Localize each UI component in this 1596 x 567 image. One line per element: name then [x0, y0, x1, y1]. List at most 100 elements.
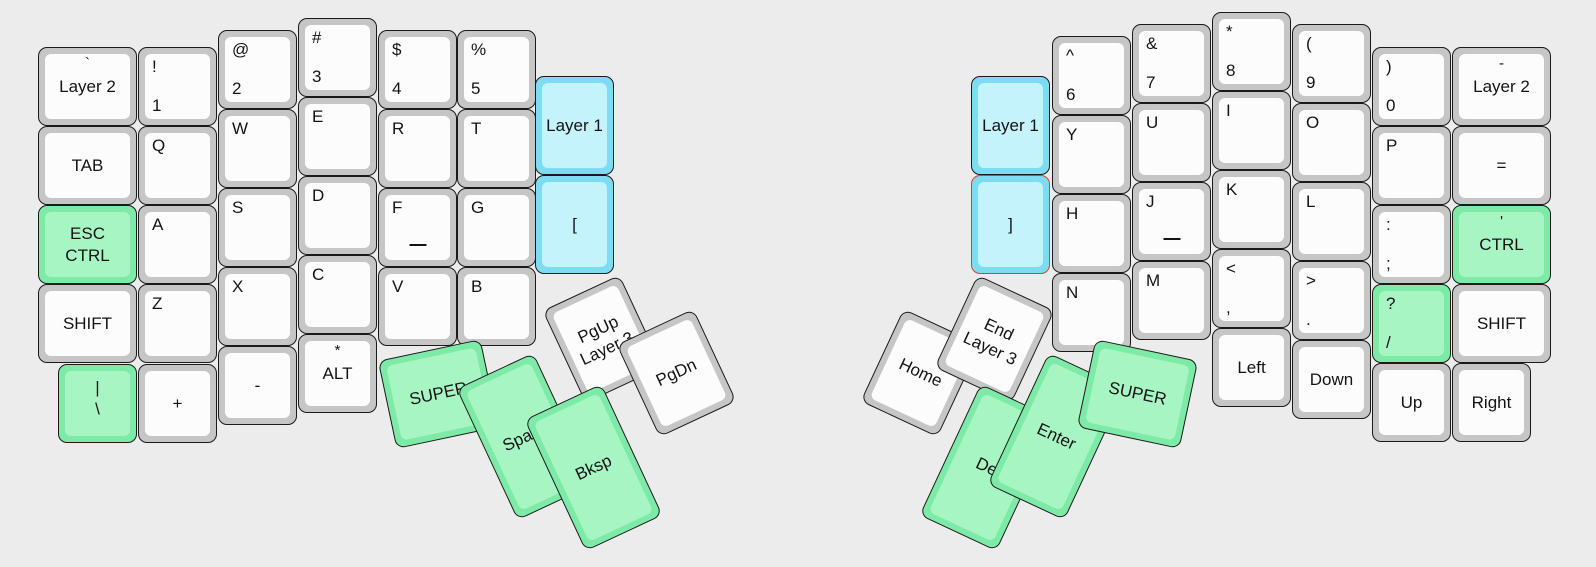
key-l-c3-r5[interactable]: -	[218, 346, 297, 425]
key-l-c5-r3[interactable]: F	[378, 188, 457, 267]
key-r-c5-r1[interactable]: (9	[1292, 24, 1371, 103]
key-l-c3-r2[interactable]: W	[218, 109, 297, 188]
key-l-c1-r1[interactable]: `Layer 2	[38, 47, 137, 126]
key-l-c3-r3[interactable]: S	[218, 188, 297, 267]
keycap-legend-main: SHIFT	[1476, 313, 1527, 333]
key-r-c3-r3[interactable]: J	[1132, 182, 1211, 261]
keycap-legend-top: :	[1386, 215, 1391, 234]
key-r-c5-r5[interactable]: Down	[1292, 340, 1371, 419]
keycap-face: I	[1219, 98, 1284, 163]
key-l-c1-r3[interactable]: ESC CTRL	[38, 205, 137, 284]
key-l-c6-r4[interactable]: B	[457, 267, 536, 346]
keycap-legend-main: -	[254, 375, 261, 395]
keycap-legend-main: Layer 2	[59, 76, 116, 96]
keycap-legend-main: PgDn	[653, 355, 700, 391]
keycap-legend-top: Q	[152, 136, 166, 155]
keycap-legend-top: I	[1226, 101, 1231, 120]
key-l-c6-r1[interactable]: %5	[457, 30, 536, 109]
key-r-c6-r1[interactable]: )0	[1372, 47, 1451, 126]
keycap-face: -Layer 2	[1459, 54, 1544, 119]
key-r-c1-r1[interactable]: Layer 1	[971, 76, 1050, 175]
key-r-c6-r5[interactable]: Up	[1372, 363, 1451, 442]
keycap-legend-bottom: 9	[1306, 73, 1316, 93]
keycap-legend-main: Up	[1400, 392, 1423, 412]
key-l-c6-r3[interactable]: G	[457, 188, 536, 267]
keycap-face: L	[1299, 189, 1364, 254]
key-l-c2-r3[interactable]: A	[138, 205, 217, 284]
key-r-c3-r4[interactable]: M	[1132, 261, 1211, 340]
key-r-c2-r1[interactable]: ^6	[1052, 36, 1131, 115]
key-r-c6-r4[interactable]: ?/	[1372, 284, 1451, 363]
keycap-legend-top: L	[1306, 192, 1316, 211]
key-l-c5-r2[interactable]: R	[378, 109, 457, 188]
keycap-legend-top: )	[1386, 57, 1392, 76]
key-l-c3-r4[interactable]: X	[218, 267, 297, 346]
keycap-legend-bottom: 4	[392, 79, 402, 99]
keycap-legend-bottom: \	[95, 398, 100, 418]
keycap-face: TAB	[45, 133, 130, 198]
key-r-c6-r2[interactable]: P	[1372, 126, 1451, 205]
key-r-c7-r3[interactable]: 'CTRL	[1452, 205, 1551, 284]
keycap-legend-top: G	[471, 198, 485, 217]
key-l-c4-r3[interactable]: D	[298, 176, 377, 255]
key-r-c4-r1[interactable]: *8	[1212, 12, 1291, 91]
keycap-legend-top: *	[334, 342, 341, 359]
keycap-legend-bottom: 6	[1066, 85, 1076, 105]
keycap-legend-top: F	[392, 198, 403, 217]
keycap-legend-main: [	[572, 214, 577, 234]
key-r-c7-r5[interactable]: Right	[1452, 363, 1531, 442]
keycap-legend-bottom: ,	[1226, 298, 1231, 318]
key-r-c2-r4[interactable]: N	[1052, 273, 1131, 352]
keycap-legend-bottom: /	[1386, 333, 1391, 353]
keycap-face: P	[1379, 133, 1444, 198]
key-r-c2-r2[interactable]: Y	[1052, 115, 1131, 194]
keycap-legend-top: <	[1226, 259, 1236, 278]
key-l-c5-r1[interactable]: $4	[378, 30, 457, 109]
key-l-c4-r5[interactable]: *ALT	[298, 334, 377, 413]
keycap-face: )0	[1379, 54, 1444, 119]
keycap-legend-main: Layer 2	[1473, 76, 1530, 96]
key-r-c4-r2[interactable]: I	[1212, 91, 1291, 170]
key-l-c1-r4[interactable]: SHIFT	[38, 284, 137, 363]
keycap-legend-main: CTRL	[1479, 234, 1524, 254]
keycap-face: &7	[1139, 31, 1204, 96]
key-r-c4-r5[interactable]: Left	[1212, 328, 1291, 407]
key-l-c4-r1[interactable]: #3	[298, 18, 377, 97]
key-r-c1-r2[interactable]: ]	[971, 175, 1050, 274]
key-l-c2-r5[interactable]: +	[138, 364, 217, 443]
keycap-face: *8	[1219, 19, 1284, 84]
keycap-legend-bottom: 0	[1386, 96, 1396, 116]
key-r-c6-r3[interactable]: :;	[1372, 205, 1451, 284]
key-l-c6-r2[interactable]: T	[457, 109, 536, 188]
keycap-face: `Layer 2	[45, 54, 130, 119]
key-l-c3-r1[interactable]: @2	[218, 30, 297, 109]
key-r-c5-r3[interactable]: L	[1292, 182, 1371, 261]
key-l-c7-r2[interactable]: [	[535, 175, 614, 274]
keycap-face: Bksp	[533, 393, 654, 542]
key-l-c2-r1[interactable]: !1	[138, 47, 217, 126]
key-r-c4-r3[interactable]: K	[1212, 170, 1291, 249]
key-r-c2-r3[interactable]: H	[1052, 194, 1131, 273]
key-r-c4-r4[interactable]: <,	[1212, 249, 1291, 328]
key-r-c3-r1[interactable]: &7	[1132, 24, 1211, 103]
keycap-legend-bottom: 8	[1226, 61, 1236, 81]
key-l-c7-r1[interactable]: Layer 1	[535, 76, 614, 175]
key-r-c7-r2[interactable]: =	[1452, 126, 1551, 205]
key-r-c5-r4[interactable]: >.	[1292, 261, 1371, 340]
key-l-c1-r5[interactable]: |\	[58, 364, 137, 443]
key-r-c5-r2[interactable]: O	[1292, 103, 1371, 182]
keycap-legend-main: End Layer 3	[960, 314, 1020, 370]
key-r-c7-r1[interactable]: -Layer 2	[1452, 47, 1551, 126]
keycap-face: S	[225, 195, 290, 260]
keycap-face: :;	[1379, 212, 1444, 277]
key-l-c4-r2[interactable]: E	[298, 97, 377, 176]
key-r-c3-r2[interactable]: U	[1132, 103, 1211, 182]
keycap-legend-top: &	[1146, 34, 1158, 53]
key-l-c2-r4[interactable]: Z	[138, 284, 217, 363]
key-l-c1-r2[interactable]: TAB	[38, 126, 137, 205]
key-l-c2-r2[interactable]: Q	[138, 126, 217, 205]
key-l-c4-r4[interactable]: C	[298, 255, 377, 334]
key-l-c5-r4[interactable]: V	[378, 267, 457, 346]
keycap-face: ESC CTRL	[45, 212, 130, 277]
key-r-c7-r4[interactable]: SHIFT	[1452, 284, 1551, 363]
